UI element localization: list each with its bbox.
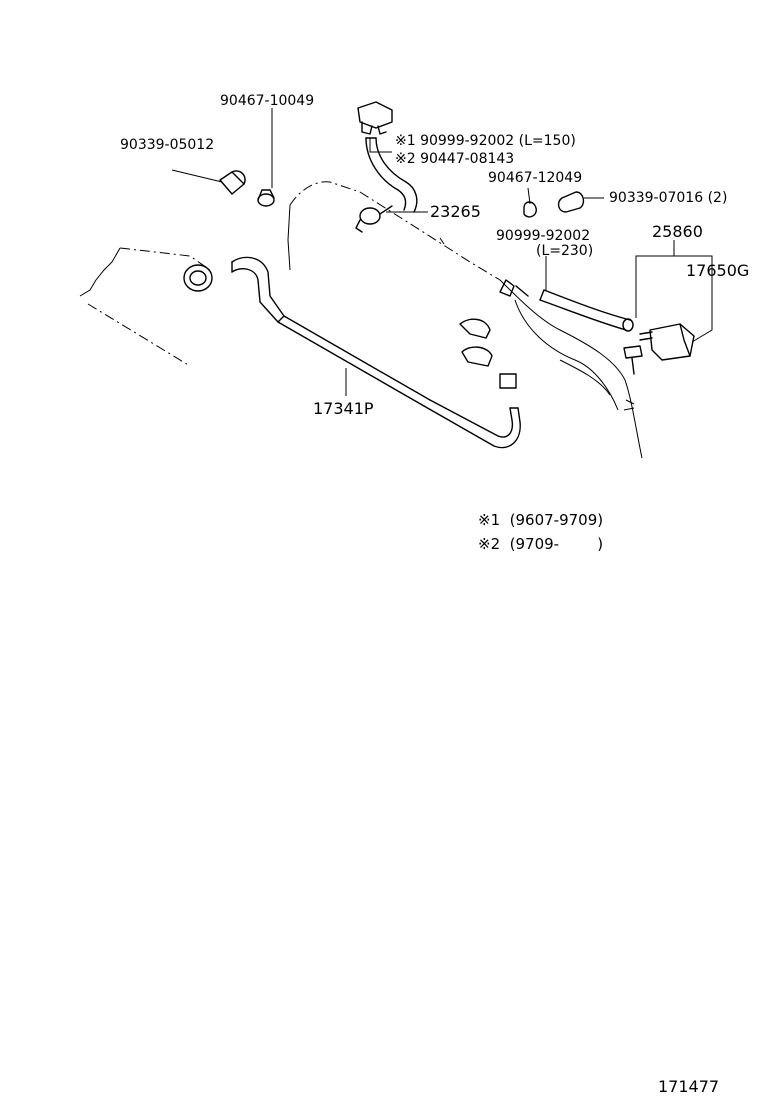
label-assembly: 25860 [652,222,703,241]
vacuum-hose-right [539,289,634,332]
label-cap-right: 90339-07016 (2) [609,190,727,206]
label-vsv: 17650G [686,261,749,280]
hose-clip-right [523,201,537,218]
vacuum-hose-upper [365,137,418,213]
label-clip-right: 90467-12049 [488,170,582,186]
label-note1-hose: ※1 90999-92002 (L=150) [395,133,576,149]
rubber-cap-left [219,170,246,195]
label-valve: 23265 [430,202,481,221]
note-2: ※2 (9709- ) [478,535,603,553]
label-hose-right-length: (L=230) [536,243,593,259]
label-hose-cap-left: 90339-05012 [120,137,214,153]
engine-port-fitting [183,264,213,292]
label-hose-right: 90999-92002 [496,228,590,244]
note-1: ※1 (9607-9709) [478,511,603,529]
vacuum-switching-valve [639,323,695,361]
intake-fittings [459,279,529,389]
vacuum-valve [355,205,393,233]
leader-lines [171,108,713,396]
bracket-bolt [623,345,643,375]
vacuum-pipe [231,256,521,449]
label-clip-upper: 90467-10049 [220,93,314,109]
label-pipe: 17341P [313,399,374,418]
engine-outline [79,181,643,459]
pressure-sensor [357,101,393,135]
label-note2-hose: ※2 90447-08143 [395,151,514,167]
diagram-id: 171477 [658,1077,719,1096]
hose-clip-left [257,189,275,207]
rubber-cap-right [557,191,585,213]
